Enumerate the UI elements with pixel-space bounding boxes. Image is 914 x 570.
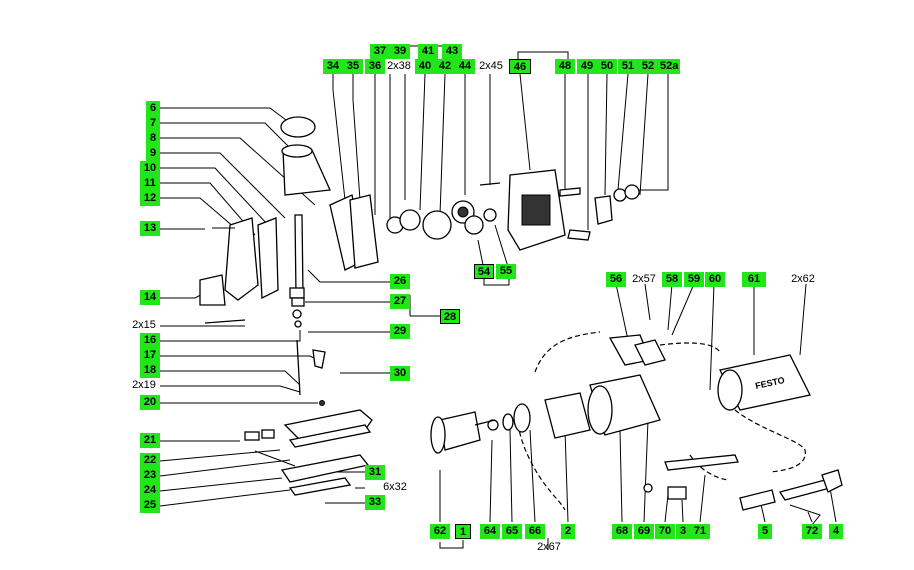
- label-part-55: 55: [496, 264, 516, 279]
- label-part-27: 27: [390, 294, 410, 309]
- label-part-22: 22: [140, 453, 160, 468]
- label-part-12: 12: [140, 191, 160, 206]
- label-part-41: 41: [418, 44, 438, 59]
- label-part-13: 13: [140, 221, 160, 236]
- label-part-11: 11: [140, 176, 160, 191]
- label-part-52: 52: [638, 59, 658, 74]
- label-part-25: 25: [140, 498, 160, 513]
- label-part-34: 34: [323, 59, 343, 74]
- label-part-50: 50: [597, 59, 617, 74]
- label-part-44: 44: [455, 59, 475, 74]
- label-part-70: 70: [655, 524, 675, 539]
- label-part-68: 68: [612, 524, 632, 539]
- label-part-2x45: 2x45: [479, 60, 503, 72]
- label-part-60: 60: [705, 272, 725, 287]
- label-part-18: 18: [140, 363, 160, 378]
- label-part-2x38: 2x38: [387, 60, 411, 72]
- label-part-31: 31: [365, 465, 385, 480]
- label-part-66: 66: [525, 524, 545, 539]
- label-part-3: 3: [676, 524, 690, 539]
- label-part-36: 36: [365, 59, 385, 74]
- label-part-39: 39: [390, 44, 410, 59]
- label-part-29: 29: [390, 324, 410, 339]
- label-part-5: 5: [758, 524, 772, 539]
- label-part-52a: 52a: [658, 59, 680, 74]
- label-part-1: 1: [455, 524, 471, 539]
- label-part-2x19: 2x19: [132, 379, 156, 391]
- label-part-2x67: 2x67: [537, 541, 561, 553]
- label-part-17: 17: [140, 348, 160, 363]
- label-part-30: 30: [390, 366, 410, 381]
- label-part-56: 56: [606, 272, 626, 287]
- label-part-24: 24: [140, 483, 160, 498]
- label-part-72: 72: [802, 524, 822, 539]
- label-part-23: 23: [140, 468, 160, 483]
- label-part-14: 14: [140, 290, 160, 305]
- label-part-46: 46: [509, 59, 531, 74]
- label-part-8: 8: [146, 131, 160, 146]
- label-part-58: 58: [662, 272, 682, 287]
- label-part-37: 37: [370, 44, 390, 59]
- label-part-16: 16: [140, 333, 160, 348]
- label-part-26: 26: [390, 274, 410, 289]
- label-part-49: 49: [577, 59, 597, 74]
- label-part-59: 59: [684, 272, 704, 287]
- label-part-40: 40: [415, 59, 435, 74]
- label-part-2x57: 2x57: [632, 273, 656, 285]
- label-part-65: 65: [502, 524, 522, 539]
- label-part-2x62: 2x62: [791, 273, 815, 285]
- label-part-61: 61: [742, 272, 766, 287]
- label-part-62: 62: [430, 524, 450, 539]
- label-part-2x15: 2x15: [132, 319, 156, 331]
- label-part-28: 28: [440, 309, 460, 324]
- label-part-6x32: 6x32: [383, 481, 407, 493]
- label-part-2: 2: [561, 524, 575, 539]
- label-part-6: 6: [146, 101, 160, 116]
- label-part-42: 42: [435, 59, 455, 74]
- label-part-10: 10: [140, 161, 160, 176]
- label-part-4: 4: [829, 524, 843, 539]
- label-part-9: 9: [146, 146, 160, 161]
- label-part-35: 35: [343, 59, 363, 74]
- label-part-51: 51: [618, 59, 638, 74]
- label-part-71: 71: [690, 524, 710, 539]
- label-part-21: 21: [140, 433, 160, 448]
- label-part-54: 54: [474, 264, 494, 279]
- label-part-33: 33: [365, 495, 385, 510]
- label-part-43: 43: [442, 44, 462, 59]
- label-part-69: 69: [634, 524, 654, 539]
- label-part-48: 48: [555, 59, 575, 74]
- label-part-7: 7: [146, 116, 160, 131]
- label-part-20: 20: [140, 395, 160, 410]
- label-part-64: 64: [480, 524, 500, 539]
